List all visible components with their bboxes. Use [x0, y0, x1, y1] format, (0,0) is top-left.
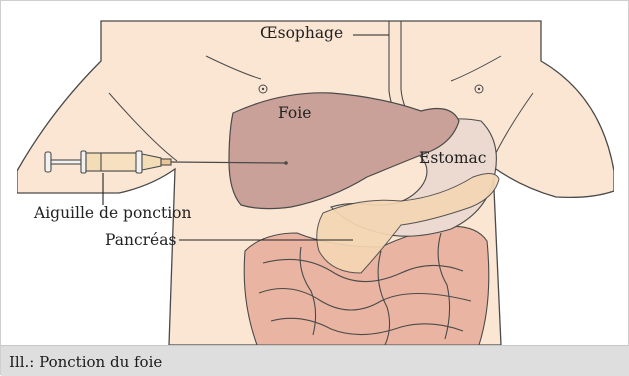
needle-tip	[284, 161, 288, 165]
label-liver: Foie	[278, 106, 311, 122]
label-needle: Aiguille de ponction	[34, 206, 191, 222]
liver-puncture-illustration	[17, 1, 614, 345]
label-esophagus: Œsophage	[260, 26, 343, 42]
label-pancreas: Pancréas	[105, 233, 176, 249]
figure-caption: Ill.: Ponction du foie	[9, 353, 162, 371]
label-stomach: Estomac	[419, 151, 486, 167]
caption-bar: Ill.: Ponction du foie	[1, 345, 629, 376]
